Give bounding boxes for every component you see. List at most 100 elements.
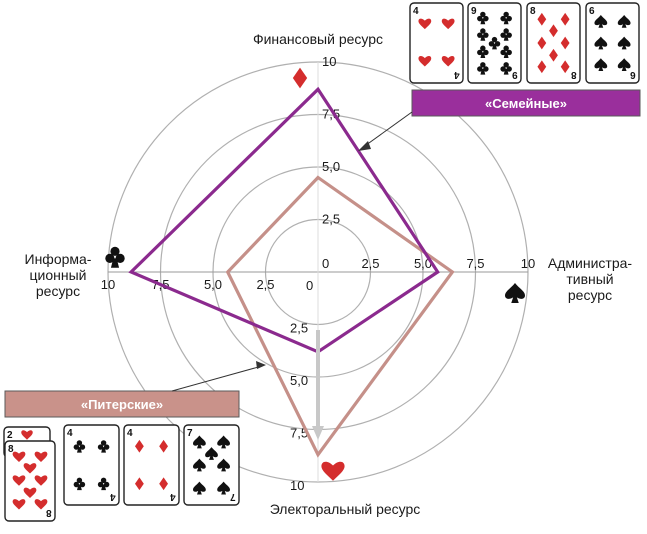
card-semeinye-4-pip-5-spade-icon	[594, 58, 608, 71]
card-semeinye-2-pip-2-club-icon-lobe-left	[500, 15, 506, 22]
card-semeinye-2-pip-9-club-icon-lobe-left	[500, 66, 506, 72]
card-semeinye-2-pip-7-club-icon-lobe-left	[500, 49, 506, 56]
card-semeinye-4-rank: 6	[589, 6, 595, 17]
tick-fin-2: 5,0	[322, 159, 340, 174]
card-piterskie-3-pip-2-club-icon-stem	[101, 447, 106, 453]
diamond-icon	[292, 67, 308, 89]
card-semeinye-3-pip-6-diamond-icon	[549, 48, 558, 62]
axis-label-adm-line-1: Администра-	[548, 255, 632, 271]
card-piterskie-3-pip-2-club-icon-lobe-right	[103, 444, 110, 450]
card-semeinye-2-pip-5-club-icon-stem	[492, 43, 497, 50]
axis-label-adm-line-2: тивный	[566, 271, 613, 287]
card-semeinye-2: 99	[467, 2, 522, 84]
card-semeinye-2-pip-4-club-icon-lobe-left	[500, 32, 506, 38]
label-piterskie-text: «Питерские»	[81, 397, 163, 412]
heart-icon	[321, 461, 345, 481]
tick-fin-1: 2,5	[322, 212, 340, 227]
card-piterskie-3-pip-1-club-icon-stem	[77, 447, 82, 453]
card-piterskie-3-pip-3-club-icon-stem	[77, 484, 82, 491]
card-semeinye-2-pip-3-club-icon-lobe-left	[477, 32, 483, 38]
card-piterskie-3-pip-4-club-icon-stem	[101, 484, 106, 491]
card-piterskie-5-pip-3-spade-icon	[205, 447, 218, 460]
card-semeinye-2-pip-7-club-icon	[500, 45, 512, 59]
card-semeinye-2-pip-1-club-icon	[477, 11, 489, 25]
card-semeinye-2-pip-6-club-icon-lobe-right	[483, 49, 489, 56]
card-piterskie-3-pip-4-club-icon-lobe-right	[103, 481, 110, 488]
tick-adm-2: 5,0	[414, 256, 432, 271]
tick-adm-4: 10	[521, 256, 535, 271]
card-piterskie-2-pip-6-heart-icon	[23, 487, 37, 499]
card-semeinye-1-rank: 4	[413, 6, 419, 17]
card-piterskie-2-pip-1-heart-icon	[12, 451, 26, 463]
card-piterskie-4: 44	[123, 424, 180, 506]
card-piterskie-4-pip-4-diamond-icon	[159, 477, 168, 491]
card-semeinye-3-pip-2-diamond-icon	[560, 12, 570, 26]
pointer-piterskie-head	[256, 361, 266, 369]
card-piterskie-1-pip-1-heart-icon	[21, 430, 33, 440]
gray-arrow-head	[312, 426, 324, 440]
card-semeinye-2-pip-1-club-icon-lobe-right	[483, 15, 489, 22]
card-semeinye-2-pip-8-club-icon-lobe-left	[477, 66, 483, 72]
card-piterskie-3-pip-3-club-icon	[73, 477, 86, 491]
card-piterskie-3-rank: 4	[67, 428, 73, 439]
card-semeinye-2-pip-6-club-icon-lobe-top	[480, 45, 486, 51]
series-2-polygon	[225, 175, 455, 458]
card-piterskie-5: 77	[183, 424, 240, 506]
card-semeinye-3-pip-1-diamond-icon	[537, 12, 547, 26]
tick-center-top: 0	[322, 256, 329, 271]
card-semeinye-2-rank: 9	[471, 6, 477, 17]
tick-fin-4: 10	[322, 54, 336, 69]
card-piterskie-3-pip-2-club-icon-lobe-left	[97, 444, 104, 450]
tick-ele-2: 5,0	[290, 373, 308, 388]
pointer-semeinye-head	[358, 141, 371, 151]
club-icon	[105, 246, 125, 268]
card-semeinye-2-pip-9-club-icon-lobe-top	[503, 62, 509, 68]
card-semeinye-3-rank: 8	[530, 6, 536, 17]
card-piterskie-2-pip-7-heart-icon	[12, 499, 26, 510]
card-semeinye-3-pip-4-diamond-icon	[537, 36, 547, 50]
tick-adm-3: 7,5	[466, 256, 484, 271]
card-piterskie-3: 44	[63, 424, 120, 506]
card-piterskie-5-pip-5-spade-icon	[217, 458, 230, 472]
card-semeinye-2-pip-7-club-icon-lobe-right	[506, 49, 512, 56]
pointer-semeinye-line	[361, 111, 413, 149]
card-semeinye-2-pip-1-club-icon-lobe-left	[477, 15, 483, 22]
card-semeinye-1-pip-2-heart-icon	[441, 18, 455, 30]
card-semeinye-2-pip-3-club-icon-lobe-top	[480, 28, 486, 34]
card-piterskie-3-pip-1-club-icon-lobe-right	[79, 444, 86, 450]
card-semeinye-2-pip-7-club-icon-lobe-top	[503, 45, 509, 51]
card-piterskie-1-rank: 2	[7, 430, 13, 441]
card-piterskie-2-pip-3-heart-icon	[23, 463, 37, 474]
axis-label-ele-line-1: Электоральный ресурс	[270, 501, 421, 517]
card-semeinye-2-pip-4-club-icon-stem	[503, 35, 509, 41]
card-semeinye-2-pip-1-club-icon-stem	[480, 18, 486, 25]
card-piterskie-2: 88	[4, 440, 56, 522]
club-icon-lobe-right	[115, 253, 125, 263]
card-piterskie-4-pip-3-diamond-icon	[135, 477, 144, 491]
card-piterskie-4-rank-bottom: 4	[170, 491, 176, 502]
card-piterskie-3-pip-1-club-icon-lobe-left	[73, 444, 80, 450]
axis-label-inf-line-3: ресурс	[36, 283, 80, 299]
card-piterskie-3-pip-4-club-icon-lobe-top	[100, 477, 107, 484]
card-semeinye-2-pip-4-club-icon-lobe-top	[503, 28, 509, 34]
tick-inf-1: 2,5	[256, 277, 274, 292]
tick-inf-4: 10	[101, 277, 115, 292]
card-semeinye-2-pip-4-club-icon	[500, 28, 512, 41]
card-semeinye-2-pip-8-club-icon-stem	[480, 69, 486, 75]
card-semeinye-4-rank-bottom: 6	[630, 69, 636, 80]
card-piterskie-5-pip-6-spade-icon	[193, 481, 206, 495]
card-semeinye-4-pip-6-spade-icon	[617, 58, 631, 71]
card-semeinye-2-pip-3-club-icon-stem	[480, 35, 486, 41]
card-semeinye-3: 88	[526, 2, 581, 84]
club-icon-stem	[110, 258, 120, 268]
card-semeinye-2-pip-2-club-icon-lobe-top	[503, 11, 509, 18]
card-piterskie-3-rank-bottom: 4	[110, 491, 116, 502]
card-piterskie-2-pip-2-heart-icon	[34, 451, 48, 463]
card-piterskie-3-pip-3-club-icon-lobe-right	[79, 481, 86, 488]
card-semeinye-4: 66	[585, 2, 640, 84]
card-semeinye-4-pip-2-spade-icon	[617, 15, 631, 28]
card-semeinye-4-pip-3-spade-icon	[594, 36, 608, 50]
card-semeinye-3-pip-7-diamond-icon	[537, 60, 547, 74]
card-semeinye-2-pip-3-club-icon-lobe-right	[483, 32, 489, 38]
